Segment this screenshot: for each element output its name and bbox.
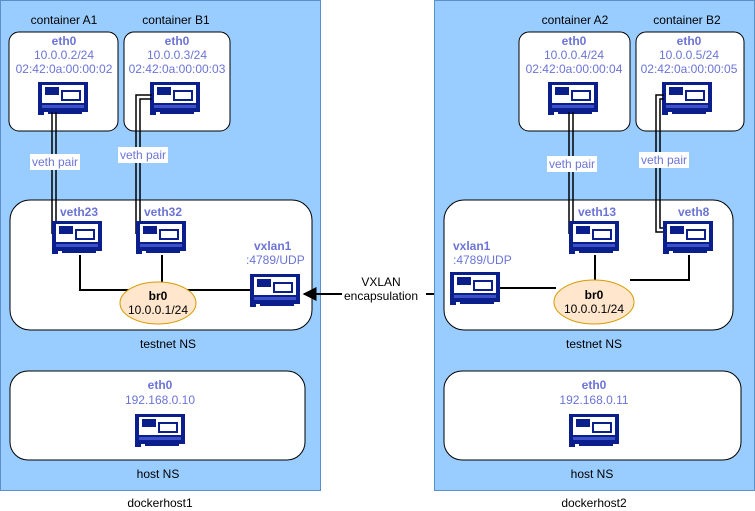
host-ip: 192.168.0.10 — [125, 393, 195, 407]
bridge-wire — [630, 255, 690, 281]
veth-pair-label-bg — [118, 147, 168, 163]
bridge-ellipse — [553, 279, 635, 325]
testnet-ns-label: testnet NS — [566, 337, 622, 351]
dockerhost2-label: dockerhost2 — [561, 496, 627, 510]
bridge-ip: 10.0.0.1/24 — [128, 303, 188, 317]
host-eth: eth0 — [582, 378, 607, 392]
container-b2-ip: 10.0.0.5/24 — [659, 48, 719, 62]
veth-pair-label-bg — [30, 154, 80, 170]
vxlan1-port: :4789/UDP — [453, 253, 512, 267]
veth8-label: veth8 — [678, 205, 710, 219]
veth32-label: veth32 — [144, 205, 182, 219]
container-a2-ip: 10.0.0.4/24 — [544, 48, 604, 62]
bridge-name: br0 — [585, 288, 604, 302]
dockerhost1-label: dockerhost1 — [127, 496, 193, 510]
container-a2-eth: eth0 — [562, 34, 587, 48]
container-a1-box — [8, 31, 119, 132]
bridge-ellipse — [119, 281, 197, 325]
container-b2-mac: 02:42:0a:00:00:05 — [641, 62, 738, 76]
tunnel-label-bg — [342, 270, 426, 304]
container-b2-title: container B2 — [653, 13, 721, 27]
vxlan1-label: vxlan1 — [254, 239, 292, 253]
network-card-icon — [663, 221, 713, 254]
container-b2-eth: eth0 — [677, 34, 702, 48]
network-card-icon — [136, 221, 186, 254]
network-card-icon — [569, 221, 619, 254]
network-card-icon — [150, 82, 200, 115]
network-card-icon — [662, 82, 712, 115]
container-a1-mac: 02:42:0a:00:00:02 — [16, 62, 113, 76]
network-card-icon — [450, 272, 500, 305]
veth-pair-label-bg — [639, 152, 689, 168]
container-b1-mac: 02:42:0a:00:00:03 — [129, 62, 226, 76]
veth-pair-label-bg — [547, 156, 597, 172]
veth-pair-label: veth pair — [549, 157, 595, 171]
container-a2-mac: 02:42:0a:00:00:04 — [526, 62, 623, 76]
tunnel-label-line1: VXLAN — [361, 275, 400, 289]
veth-pair-label: veth pair — [32, 155, 78, 169]
container-b1-ip: 10.0.0.3/24 — [147, 48, 207, 62]
network-card-icon — [52, 221, 102, 254]
vxlan1-label: vxlan1 — [453, 239, 491, 253]
network-card-icon — [569, 414, 619, 447]
veth-pair-line — [135, 94, 152, 234]
tunnel-label-line2: encapsulation — [344, 289, 418, 303]
testnet-ns-label: testnet NS — [140, 337, 196, 351]
host-eth: eth0 — [148, 378, 173, 392]
network-card-icon — [250, 274, 300, 307]
container-a1-eth: eth0 — [52, 34, 77, 48]
container-a2-box — [518, 31, 631, 132]
veth-pair-line — [139, 98, 152, 234]
host-ip: 192.168.0.11 — [559, 393, 629, 407]
veth23-label: veth23 — [60, 205, 98, 219]
container-a1-ip: 10.0.0.2/24 — [34, 48, 94, 62]
network-card-icon — [38, 82, 88, 115]
host-ns-label: host NS — [137, 467, 180, 481]
veth13-label: veth13 — [578, 205, 616, 219]
veth-pair-label: veth pair — [120, 148, 166, 162]
network-card-icon — [548, 82, 598, 115]
veth-pair-label: veth pair — [641, 153, 687, 167]
container-a2-title: container A2 — [542, 13, 609, 27]
container-a1-title: container A1 — [31, 13, 98, 27]
bridge-ip: 10.0.0.1/24 — [564, 302, 624, 316]
bridge-name: br0 — [149, 289, 168, 303]
container-b1-title: container B1 — [142, 13, 210, 27]
network-card-icon — [135, 414, 185, 447]
vxlan1-port: :4789/UDP — [246, 253, 305, 267]
bridge-wire — [79, 255, 250, 291]
host-ns-label: host NS — [571, 467, 614, 481]
container-b1-eth: eth0 — [165, 34, 190, 48]
